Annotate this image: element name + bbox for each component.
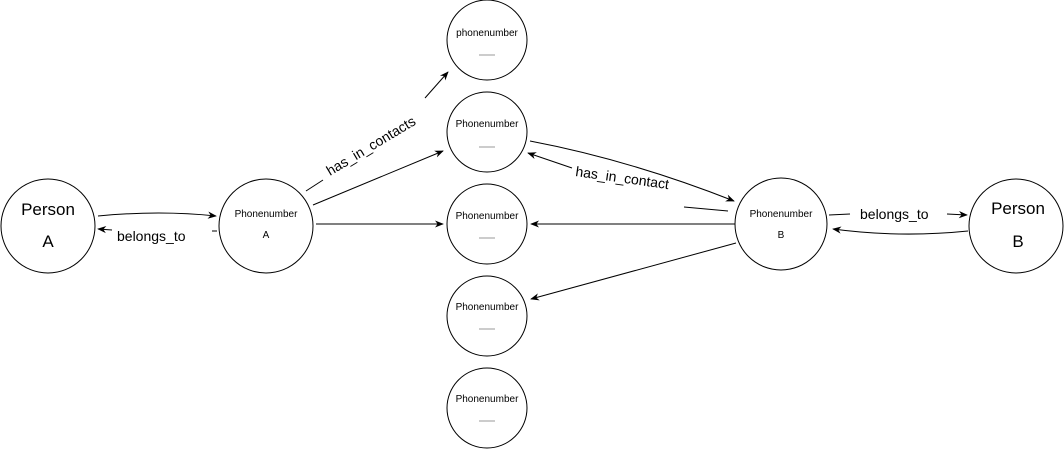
edge-phone-a-to-phone-2 bbox=[312, 150, 444, 206]
node-phonenumber-3[interactable]: Phonenumber bbox=[446, 183, 528, 265]
edge-phone-a-to-phone-top-lower bbox=[305, 179, 324, 192]
edge-phone-a-to-person-a-tail bbox=[97, 225, 113, 234]
node-phonenumber-5[interactable]: Phonenumber bbox=[446, 367, 528, 449]
node-person-a-sub: A bbox=[42, 232, 54, 251]
edge-person-a-to-phone-a bbox=[97, 211, 217, 219]
edge-label-has-in-contact: has_in_contact bbox=[575, 163, 671, 192]
node-phonenumber-5-title: Phonenumber bbox=[456, 394, 519, 405]
node-phonenumber-b-title: Phonenumber bbox=[750, 209, 813, 220]
node-phonenumber-4-title: Phonenumber bbox=[456, 302, 519, 313]
edge-phone-b-to-person-b-tail bbox=[828, 213, 851, 216]
node-phonenumber-top[interactable]: phonenumber bbox=[446, 0, 528, 81]
node-phonenumber-4[interactable]: Phonenumber bbox=[446, 275, 528, 357]
node-phonenumber-2[interactable]: Phonenumber bbox=[446, 91, 528, 173]
node-phonenumber-2-title: Phonenumber bbox=[456, 119, 519, 130]
node-phonenumber-a-title: Phonenumber bbox=[235, 209, 298, 220]
edge-phone-b-to-phone-2-head bbox=[527, 152, 573, 169]
node-phonenumber-a-sub: A bbox=[263, 230, 270, 241]
node-phonenumber-b-sub: B bbox=[778, 230, 785, 241]
node-person-b[interactable]: Person B bbox=[968, 178, 1064, 274]
node-person-a[interactable]: Person A bbox=[0, 178, 96, 274]
edge-phone-a-to-phone-top-upper bbox=[424, 71, 449, 99]
node-phonenumber-a[interactable]: Phonenumber A bbox=[218, 178, 314, 274]
node-phonenumber-top-title: phonenumber bbox=[456, 28, 518, 39]
edge-phone-b-to-phone-4 bbox=[530, 242, 737, 301]
edge-label-belongs-to-b: belongs_to bbox=[860, 206, 929, 222]
edge-label-belongs-to-a: belongs_to bbox=[117, 228, 186, 244]
node-person-a-title: Person bbox=[21, 200, 75, 219]
edge-label-has-in-contacts: has_in_contacts bbox=[323, 113, 418, 179]
edge-phone-b-to-phone-2-tail bbox=[683, 206, 729, 212]
node-phonenumber-3-title: Phonenumber bbox=[456, 211, 519, 222]
node-person-b-title: Person bbox=[991, 199, 1045, 218]
edge-phone-b-to-person-b-head bbox=[946, 210, 968, 219]
node-person-b-sub: B bbox=[1012, 232, 1023, 251]
node-phonenumber-b[interactable]: Phonenumber B bbox=[734, 177, 828, 271]
edge-person-b-to-phone-b bbox=[832, 226, 969, 235]
edge-phone-2-to-phone-b bbox=[529, 140, 735, 202]
